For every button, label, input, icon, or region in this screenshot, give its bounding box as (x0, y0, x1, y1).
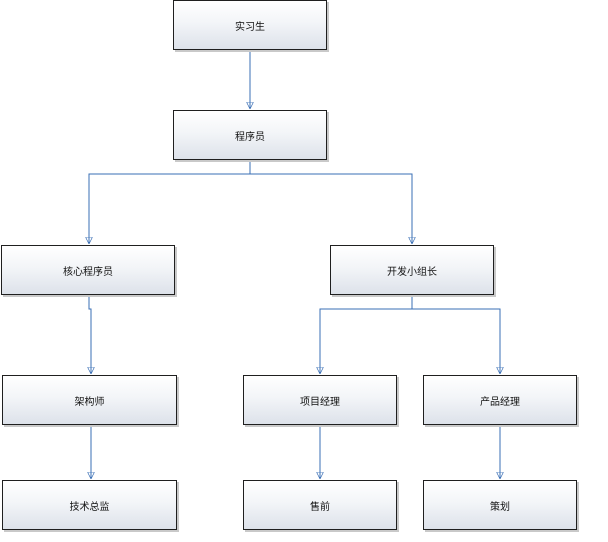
node-dev-team-lead-label: 开发小组长 (387, 266, 437, 278)
node-presales: 售前 (243, 480, 397, 530)
node-planning-label: 策划 (490, 501, 510, 513)
node-planning: 策划 (423, 480, 577, 530)
edge-programmer-core-programmer (89, 160, 251, 244)
node-project-manager-label: 项目经理 (300, 396, 340, 408)
node-core-programmer: 核心程序员 (1, 245, 175, 295)
node-architect-label: 架构师 (74, 396, 105, 408)
node-intern-label: 实习生 (235, 21, 265, 33)
node-project-manager: 项目经理 (243, 375, 397, 425)
node-programmer: 程序员 (173, 110, 327, 160)
node-programmer-label: 程序员 (235, 131, 265, 143)
node-presales-label: 售前 (310, 501, 330, 513)
node-architect: 架构师 (2, 375, 177, 425)
node-product-manager-label: 产品经理 (480, 396, 520, 408)
edge-dev-team-lead-project-manager (320, 295, 413, 374)
edge-dev-team-lead-product-manager (412, 308, 500, 374)
node-intern: 实习生 (173, 0, 327, 50)
node-technical-director: 技术总监 (2, 480, 177, 530)
edge-programmer-dev-team-lead (250, 173, 412, 244)
node-technical-director-label: 技术总监 (69, 501, 110, 513)
node-product-manager: 产品经理 (423, 375, 577, 425)
edge-core-programmer-architect (89, 295, 91, 374)
node-core-programmer-label: 核心程序员 (63, 266, 113, 278)
node-dev-team-lead: 开发小组长 (330, 245, 494, 295)
